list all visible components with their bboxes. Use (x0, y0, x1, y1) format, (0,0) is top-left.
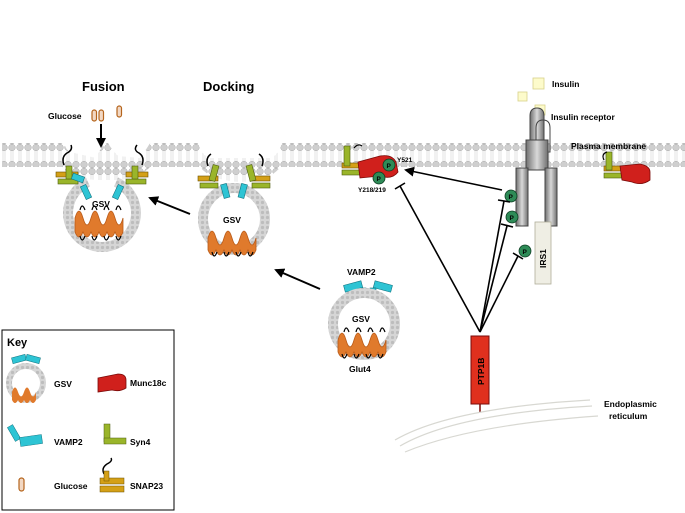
key-snap23-label: SNAP23 (130, 481, 163, 491)
glucose-molecules (91, 105, 123, 122)
insulin-label: Insulin (552, 79, 579, 89)
docking-gsv-label: GSV (223, 215, 241, 225)
key-gsv-label: GSV (54, 379, 72, 389)
key-munc18c-label: Munc18c (130, 378, 167, 388)
key-syn4-label: Syn4 (130, 437, 151, 447)
glucose-label: Glucose (48, 111, 82, 121)
key-title: Key (7, 337, 28, 349)
irs1: IRS1 (534, 221, 552, 285)
docking-vesicle: GSV (198, 183, 270, 257)
receptor-to-munc18c-arrow (404, 166, 503, 191)
fusion-gsv-label: GSV (92, 199, 110, 209)
phospho-y521-p: P (387, 163, 392, 170)
receptor-phospho-1: P (504, 189, 518, 203)
docking-snare-complex-right (237, 153, 271, 199)
docking-to-fusion-arrow (148, 196, 191, 215)
ptp1b: PTP1B (470, 335, 490, 412)
er-label-line1: Endoplasmic (604, 399, 657, 409)
glut4-label: Glut4 (349, 364, 371, 374)
fusion-vesicle: GSV (63, 177, 141, 252)
phospho-y521: P (382, 158, 396, 172)
docking-snare-complex-left (197, 153, 231, 199)
phospho-y218-p: P (377, 176, 382, 183)
phospho-y218: P (372, 171, 386, 185)
right-syntaxin-munc18c (602, 151, 651, 184)
ptp1b-label: PTP1B (476, 358, 486, 385)
fusion-heading: Fusion (82, 79, 125, 94)
irs1-phospho: P (518, 244, 532, 258)
key-glucose-icon (18, 477, 25, 492)
fusion-snare-complex-right (111, 144, 149, 201)
plasma-membrane-label: Plasma membrane (571, 141, 646, 151)
receptor-phospho-2-p: P (510, 215, 515, 222)
key-snap23-icon (99, 457, 125, 493)
fusion-snare-complex-left (55, 144, 93, 201)
irs1-phospho-p: P (523, 249, 528, 256)
receptor-phospho-2: P (505, 210, 519, 224)
endoplasmic-reticulum (394, 399, 599, 453)
plasma-membrane (2, 143, 685, 182)
docking-heading: Docking (203, 79, 254, 94)
vamp2-label: VAMP2 (347, 267, 376, 277)
key-vamp2-icon (7, 424, 43, 447)
irs1-label: IRS1 (538, 249, 548, 268)
key-legend: Key GSV Munc18c VAMP2 Syn4 Glucose (1, 329, 175, 511)
key-syn4-icon (103, 423, 127, 445)
key-glucose-label: Glucose (54, 481, 88, 491)
insulin-receptor (515, 107, 558, 227)
ptp1b-inhibition-lines (394, 182, 524, 333)
key-munc18c-icon (97, 373, 127, 393)
y521-label: Y521 (397, 157, 413, 164)
key-gsv-icon (6, 353, 46, 403)
insulin-receptor-label: Insulin receptor (551, 112, 615, 122)
free-gsv-label: GSV (352, 314, 370, 324)
receptor-phospho-1-p: P (509, 194, 514, 201)
y218-219-label: Y218/219 (358, 187, 386, 194)
free-gsv: GSV (328, 280, 400, 360)
key-vamp2-label: VAMP2 (54, 437, 83, 447)
gsv-to-docking-arrow (274, 268, 321, 290)
er-label-line2: reticulum (609, 411, 648, 421)
